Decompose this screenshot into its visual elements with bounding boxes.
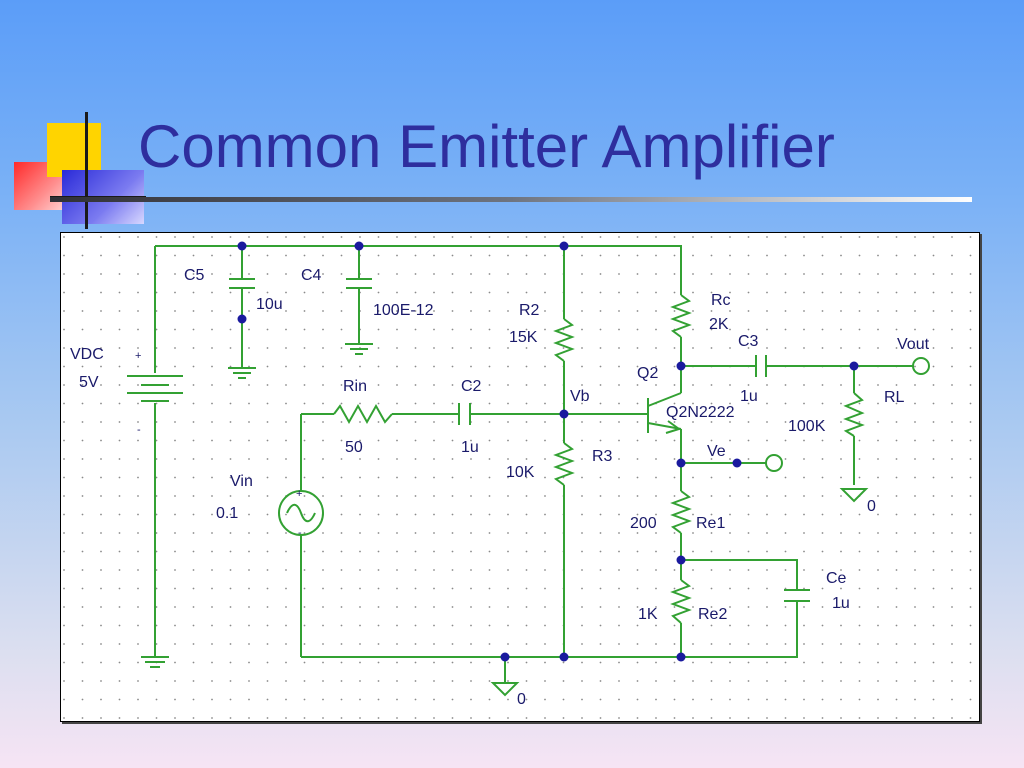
ground-icon <box>141 656 169 668</box>
ce-capacitor <box>784 589 810 618</box>
vin-name: Vin <box>230 473 253 490</box>
ce-name: Ce <box>826 570 847 587</box>
c2-name: C2 <box>461 378 482 395</box>
c2-value: 1u <box>461 439 479 456</box>
c4-name: C4 <box>301 267 322 284</box>
re2-resistor <box>670 579 692 624</box>
c3-name: C3 <box>738 333 759 350</box>
ve-probe <box>765 454 783 472</box>
rl-name: RL <box>884 389 905 406</box>
ve-label: Ve <box>707 443 726 460</box>
ground-icon <box>345 343 373 355</box>
ground-triangle-icon <box>839 488 869 503</box>
rc-value: 2K <box>709 316 729 333</box>
c5-value: 10u <box>256 296 283 313</box>
rl-value: 100K <box>788 418 826 435</box>
decor-vertical-line <box>85 112 88 229</box>
vout-terminal <box>912 357 930 375</box>
vout-label: Vout <box>897 336 930 353</box>
ground-ref-label-rl: 0 <box>867 498 876 515</box>
ground-ref-label: 0 <box>517 691 526 708</box>
re1-value: 200 <box>630 515 657 532</box>
vb-label: Vb <box>570 388 590 405</box>
r3-name: R3 <box>592 448 613 465</box>
slide-title: Common Emitter Amplifier <box>138 113 835 180</box>
dot-grid <box>61 233 979 721</box>
ground-icon <box>228 367 256 379</box>
c2-capacitor <box>454 403 477 425</box>
q2-transistor <box>625 392 682 434</box>
vin-source <box>278 490 324 536</box>
re1-name: Re1 <box>696 515 725 532</box>
schematic-panel: VDC 5V + - C5 10u C4 100E-12 Rin 50 C2 1… <box>60 232 980 722</box>
junction-dots <box>237 241 859 662</box>
vdc-battery <box>127 375 183 402</box>
re2-value: 1K <box>638 606 658 623</box>
c4-value: 100E-12 <box>373 302 434 319</box>
wires <box>154 245 913 683</box>
rl-resistor <box>843 392 865 437</box>
vin-value: 0.1 <box>216 505 238 522</box>
vdc-value: 5V <box>79 374 99 391</box>
r3-resistor <box>553 442 575 486</box>
q2-name: Q2 <box>637 365 658 382</box>
rc-name: Rc <box>711 292 731 309</box>
c5-name: C5 <box>184 267 205 284</box>
rin-value: 50 <box>345 439 363 456</box>
vin-plus: + <box>296 488 302 500</box>
schematic-diagram: VDC 5V + - C5 10u C4 100E-12 Rin 50 C2 1… <box>61 233 979 721</box>
ground-triangle-icon <box>490 682 520 697</box>
c5-capacitor <box>229 278 255 289</box>
re1-resistor <box>670 490 692 534</box>
rin-resistor <box>333 403 393 425</box>
vdc-plus: + <box>135 350 141 362</box>
rc-resistor <box>670 294 692 338</box>
c3-capacitor <box>755 355 767 377</box>
ce-value: 1u <box>832 595 850 612</box>
c4-capacitor <box>346 278 372 289</box>
r2-resistor <box>553 318 575 362</box>
re2-name: Re2 <box>698 606 727 623</box>
c3-value: 1u <box>740 388 758 405</box>
r2-name: R2 <box>519 302 540 319</box>
vdc-minus: - <box>137 424 141 436</box>
r2-value: 15K <box>509 329 538 346</box>
r3-value: 10K <box>506 464 535 481</box>
vin-minus: - <box>298 527 302 539</box>
rin-name: Rin <box>343 378 367 395</box>
title-underline <box>50 197 972 202</box>
vdc-name: VDC <box>70 346 104 363</box>
decor-yellow-square <box>47 123 101 177</box>
q2-model: Q2N2222 <box>666 404 735 421</box>
